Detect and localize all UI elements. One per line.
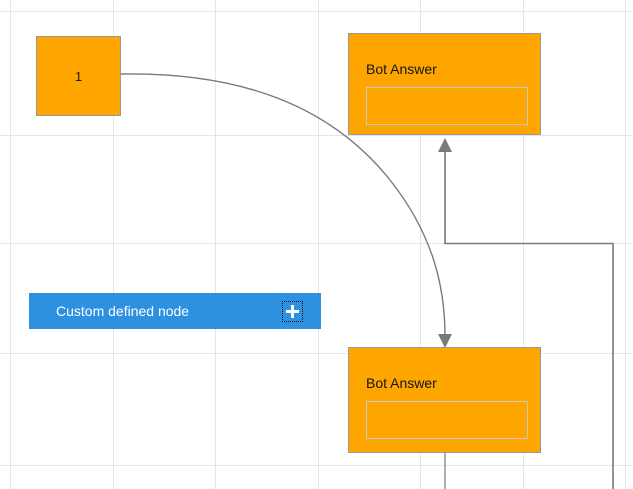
node-bot-answer-title: Bot Answer — [366, 61, 437, 77]
node-bot-answer-2[interactable]: Bot Answer — [348, 347, 541, 453]
arrowhead-up — [438, 138, 452, 152]
node-square-1[interactable]: 1 — [36, 36, 121, 116]
node-bot-answer-slot[interactable] — [366, 87, 528, 125]
plus-icon[interactable] — [282, 300, 303, 322]
custom-defined-node-label: Custom defined node — [56, 303, 190, 319]
node-bot-answer-1[interactable]: Bot Answer — [348, 33, 541, 135]
arrowhead-down — [438, 334, 452, 348]
custom-defined-node-bar[interactable]: Custom defined node — [29, 293, 321, 329]
edge-orthogonal-up[interactable] — [438, 138, 613, 245]
edge-curved[interactable] — [120, 73, 452, 348]
node-bot-answer-title: Bot Answer — [366, 375, 437, 391]
node-bot-answer-slot[interactable] — [366, 401, 528, 439]
node-square-label: 1 — [74, 68, 83, 84]
